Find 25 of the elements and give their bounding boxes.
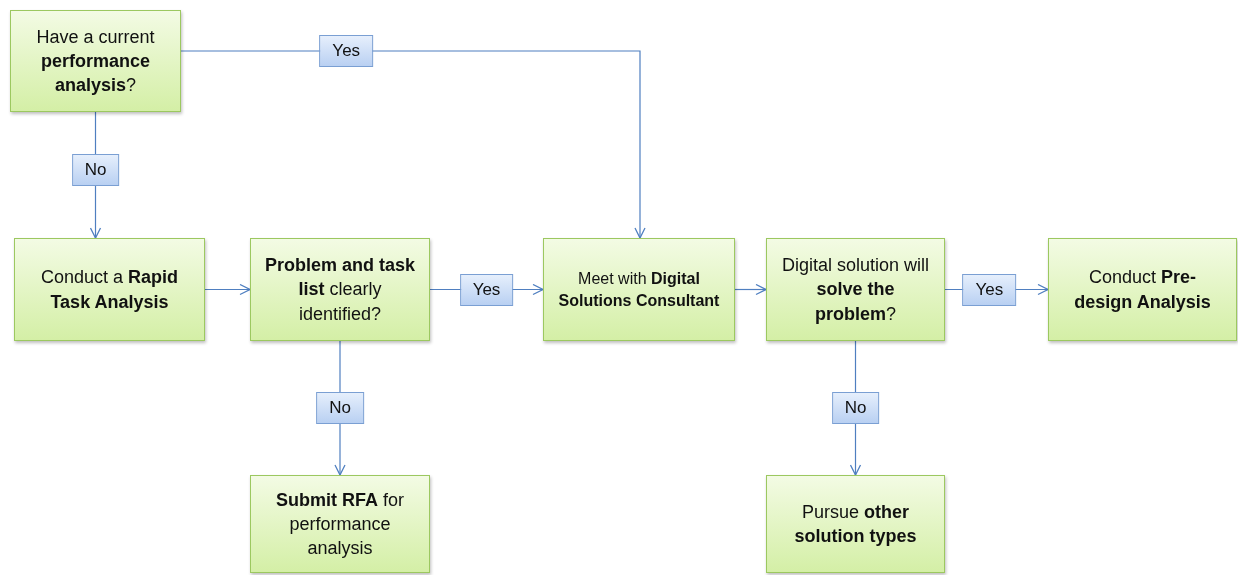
process-box [1048, 238, 1237, 341]
process-box [766, 475, 945, 573]
process-box [250, 238, 430, 341]
box-text: Digital solution will solve the problem? [780, 254, 931, 326]
box-text: Meet with Digital Solutions Consultant [557, 268, 721, 311]
edge-label: Yes [459, 273, 514, 306]
process-box [14, 238, 205, 341]
arrow [204, 283, 251, 296]
box-text: Conduct Pre-design Analysis [1073, 266, 1212, 314]
edge-label: No [71, 153, 120, 186]
edge-label: Yes [319, 35, 374, 67]
process-box [766, 238, 945, 341]
box-text: Submit RFA for performance analysis [275, 488, 405, 561]
box-text: Pursue other solution types [793, 500, 918, 548]
box-text: Have a current performance analysis? [35, 25, 156, 98]
process-box [543, 238, 735, 341]
process-box [10, 10, 181, 112]
arrow [180, 50, 646, 239]
box-text: Conduct a Rapid Task Analysis [39, 266, 180, 314]
edge-label: Yes [962, 273, 1017, 306]
arrow [734, 283, 767, 296]
box-text: Problem and task list clearly identified? [263, 254, 416, 326]
edge-label: No [316, 392, 364, 424]
process-box [250, 475, 430, 573]
edge-label: No [831, 392, 880, 424]
